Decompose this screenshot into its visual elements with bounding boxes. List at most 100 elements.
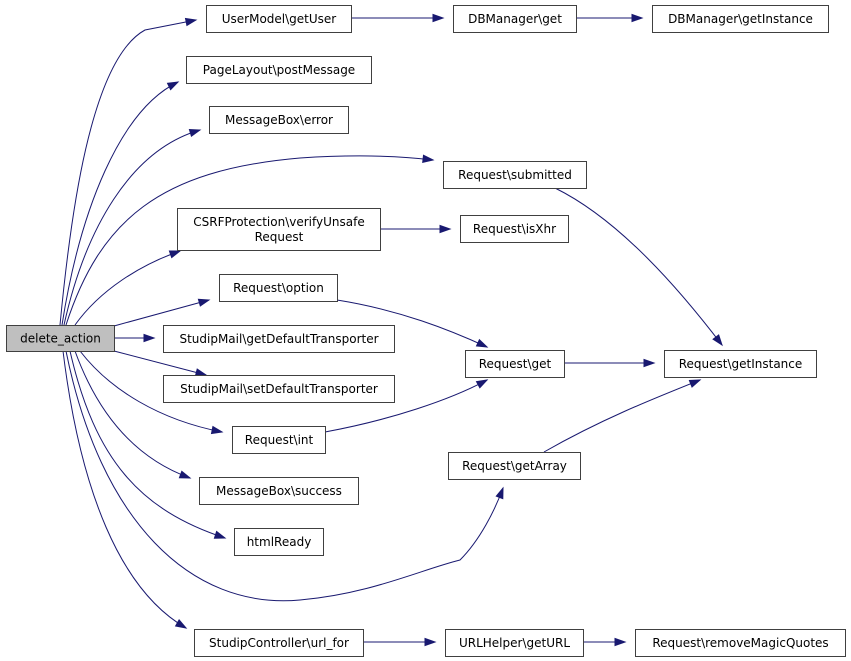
edge-delete-action-to-request-submitted [65, 154, 435, 326]
arrowhead-icon [210, 425, 224, 435]
node-label: UserModel\getUser [222, 12, 337, 26]
edge-line [74, 350, 191, 479]
edge-line [65, 350, 504, 602]
node-box [445, 629, 584, 657]
edge-delete-action-to-studipmail-setdefault [113, 350, 208, 377]
edge-request-getarray-to-request-getinstance [543, 379, 702, 453]
node-label: Request\int [245, 433, 314, 447]
node-pagelayout-postmessage[interactable]: PageLayout\postMessage [186, 56, 372, 84]
edge-delete-action-to-csrf-verify [74, 250, 182, 326]
arrowhead-icon [422, 154, 435, 163]
arrowhead-icon [143, 333, 156, 343]
arrowhead-icon [631, 13, 644, 23]
edge-line [62, 350, 187, 629]
node-request-int[interactable]: Request\int [232, 426, 326, 454]
node-box [177, 208, 381, 251]
edge-delete-action-to-messagebox-error [63, 128, 202, 326]
edge-request-option-to-request-get [336, 299, 489, 348]
edge-line [63, 129, 201, 326]
node-request-get[interactable]: Request\get [465, 350, 565, 378]
node-messagebox-error[interactable]: MessageBox\error [209, 106, 349, 134]
arrowhead-icon [614, 637, 627, 647]
node-box [443, 161, 587, 189]
node-messagebox-success[interactable]: MessageBox\success [199, 477, 359, 505]
node-delete-action[interactable]: delete_action [6, 325, 115, 352]
arrowhead-icon [168, 250, 182, 259]
edge-request-submitted-to-request-getinstance [554, 187, 723, 347]
node-box [199, 477, 359, 505]
node-request-submitted[interactable]: Request\submitted [443, 161, 587, 189]
node-box [219, 274, 338, 302]
arrowhead-icon [688, 379, 702, 388]
edge-delete-action-to-request-option [113, 298, 211, 327]
node-box [453, 5, 577, 33]
edge-delete-action-to-request-int [79, 350, 224, 435]
arrowhead-icon [197, 298, 211, 307]
node-request-getarray[interactable]: Request\getArray [448, 452, 581, 480]
node-dbmanager-getinstance[interactable]: DBManager\getInstance [652, 5, 829, 33]
arrowhead-icon [475, 379, 489, 389]
node-box [163, 325, 395, 353]
node-box [209, 106, 349, 134]
edge-line [69, 350, 226, 539]
edge-line [74, 250, 181, 326]
node-studipcontroller-url-for[interactable]: StudipController\url_for [194, 629, 364, 657]
edge-line [59, 19, 197, 326]
node-label: Request\get [479, 357, 552, 371]
node-box [635, 629, 846, 657]
node-label: Request [255, 230, 304, 244]
node-label: MessageBox\success [216, 484, 342, 498]
node-htmlready[interactable]: htmlReady [234, 528, 324, 556]
edge-delete-action-to-messagebox-success [74, 350, 192, 479]
node-box [232, 426, 326, 454]
node-studipmail-setdefault[interactable]: StudipMail\setDefaultTransporter [163, 375, 395, 403]
arrowhead-icon [424, 637, 437, 647]
edges-layer [59, 13, 723, 647]
edge-request-get-to-request-getinstance [564, 358, 656, 368]
arrowhead-icon [712, 334, 723, 347]
arrowhead-icon [174, 619, 188, 629]
arrowhead-icon [213, 530, 227, 539]
node-label: StudipMail\setDefaultTransporter [180, 382, 378, 396]
node-urlhelper-geturl[interactable]: URLHelper\getURL [445, 629, 584, 657]
node-label: PageLayout\postMessage [203, 63, 355, 77]
node-box [460, 215, 569, 243]
node-request-getinstance[interactable]: Request\getInstance [664, 350, 817, 378]
arrowhead-icon [184, 17, 198, 27]
arrowhead-icon [475, 338, 489, 348]
edge-line [61, 81, 179, 326]
arrowhead-icon [166, 81, 180, 91]
edge-delete-action-to-pagelayout-postmessage [61, 81, 180, 326]
edge-urlhelper-geturl-to-request-removemagicquotes [583, 637, 627, 647]
node-usermodel-getuser[interactable]: UserModel\getUser [206, 5, 352, 33]
node-request-removemagicquotes[interactable]: Request\removeMagicQuotes [635, 629, 846, 657]
edge-line [65, 155, 434, 326]
edge-csrf-verify-to-request-isxhr [380, 224, 452, 234]
node-label: Request\getArray [462, 459, 567, 473]
node-label: Request\option [233, 281, 324, 295]
node-box [652, 5, 829, 33]
node-label: URLHelper\getURL [459, 636, 570, 650]
edge-delete-action-to-htmlready [69, 350, 227, 539]
arrowhead-icon [439, 224, 452, 234]
node-box [234, 528, 324, 556]
node-box [194, 629, 364, 657]
arrowhead-icon [178, 470, 192, 479]
node-label: Request\submitted [458, 168, 572, 182]
node-request-isxhr[interactable]: Request\isXhr [460, 215, 569, 243]
node-dbmanager-get[interactable]: DBManager\get [453, 5, 577, 33]
edge-delete-action-to-studipcontroller-url-for [62, 350, 188, 629]
node-label: delete_action [20, 332, 101, 346]
node-request-option[interactable]: Request\option [219, 274, 338, 302]
node-box [163, 375, 395, 403]
edge-dbmanager-get-to-dbmanager-getinstance [576, 13, 644, 23]
arrowhead-icon [188, 128, 202, 138]
edge-line [79, 350, 223, 433]
node-studipmail-getdefault[interactable]: StudipMail\getDefaultTransporter [163, 325, 395, 353]
edge-line [554, 187, 723, 346]
edge-delete-action-to-request-getarray [65, 350, 504, 602]
arrowhead-icon [495, 486, 504, 500]
node-label: CSRFProtection\verifyUnsafe [193, 215, 364, 229]
